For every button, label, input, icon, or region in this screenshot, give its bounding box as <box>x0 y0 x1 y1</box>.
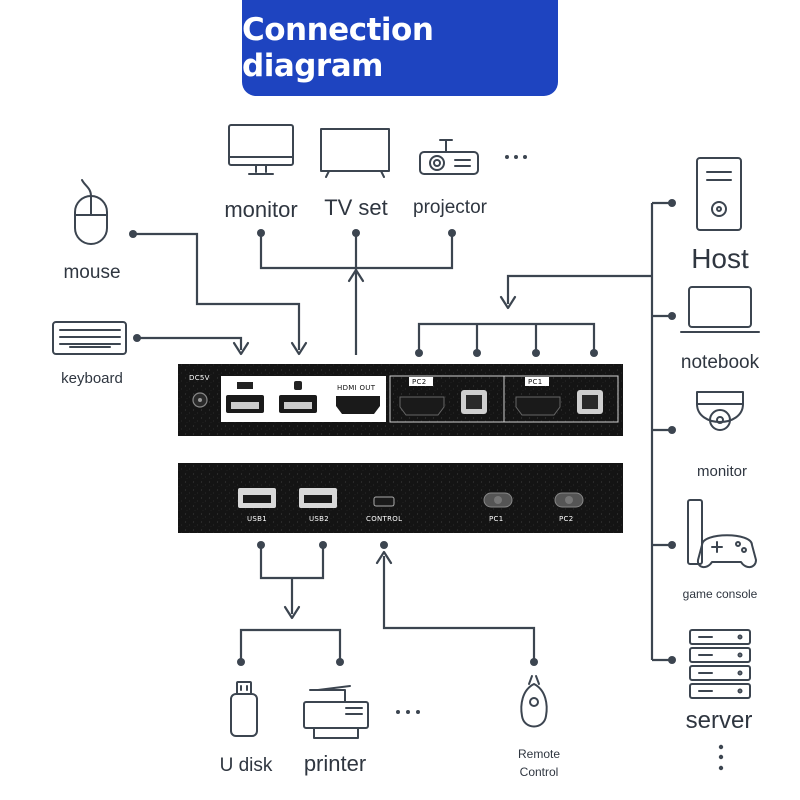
device-label-tv-set: TV set <box>324 195 388 220</box>
usb1-label: USB1 <box>247 515 267 523</box>
ellipsis-markers <box>396 155 724 771</box>
notebook-icon <box>680 286 760 333</box>
tv-icon <box>320 128 390 178</box>
connection-dots <box>129 199 676 666</box>
game-console-icon <box>687 499 757 568</box>
kvm-back-panel: USB1 USB2 CONTROL PC1 PC2 <box>178 463 623 533</box>
device-label-monitor-right: monitor <box>696 463 748 480</box>
server-icon <box>689 629 751 699</box>
device-label-notebook: notebook <box>680 352 760 373</box>
device-label-monitor-top: monitor <box>224 197 298 222</box>
hdmi-out-label: HDMI OUT <box>337 384 376 392</box>
pc1-hdmi-port[interactable] <box>515 396 561 416</box>
device-label-printer: printer <box>303 751 367 776</box>
arrowheads <box>232 268 517 620</box>
device-label-u-disk: U disk <box>219 755 273 776</box>
title-banner: Connection diagram <box>242 0 558 96</box>
monitor-icon <box>228 124 294 175</box>
device-label-game-console: game console <box>682 587 758 601</box>
control-label: CONTROL <box>366 515 402 523</box>
remote-label-line2: Control <box>519 765 559 779</box>
remote-control-icon <box>520 675 548 728</box>
dc-label: DC5V <box>189 374 210 382</box>
kvm-front-panel: HDMI OUT PC2 PC1 DC5V <box>178 364 623 436</box>
page-title: Connection diagram <box>242 12 434 84</box>
printer-icon <box>303 685 369 739</box>
pc2-front-label: PC2 <box>412 378 426 386</box>
hdmi-out-port[interactable] <box>336 396 380 414</box>
keyboard-port-icon <box>237 382 253 389</box>
usb2-label: USB2 <box>309 515 329 523</box>
pc2-hdmi-port[interactable] <box>399 396 445 416</box>
device-label-host: Host <box>691 243 749 274</box>
pc1-front-label: PC1 <box>528 378 542 386</box>
mouse-icon <box>74 179 108 245</box>
device-label-server: server <box>685 707 753 734</box>
u-disk-icon <box>230 681 258 737</box>
keyboard-icon <box>52 321 127 355</box>
remote-label-line1: Remote <box>517 747 561 761</box>
device-label-projector: projector <box>413 197 487 218</box>
cctv-camera-icon <box>696 391 744 431</box>
mouse-port-icon <box>294 381 302 390</box>
host-icon <box>696 157 742 231</box>
pc1-back-label: PC1 <box>489 515 503 523</box>
device-label-remote-control: Remote Control <box>518 745 560 781</box>
device-label-keyboard: keyboard <box>61 370 123 387</box>
pc2-back-label: PC2 <box>559 515 573 523</box>
device-label-mouse: mouse <box>63 262 121 283</box>
connection-lines <box>133 201 672 662</box>
projector-icon <box>419 139 479 175</box>
control-port[interactable] <box>373 496 395 507</box>
